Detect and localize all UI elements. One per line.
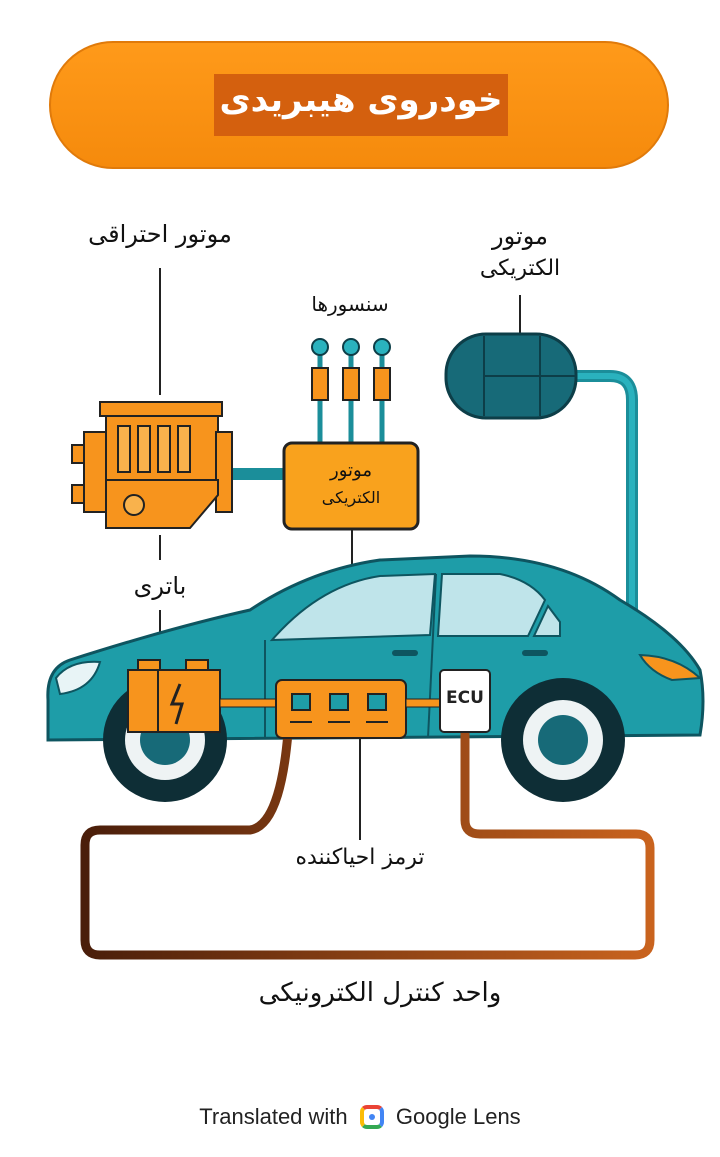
google-lens-icon	[359, 1105, 384, 1130]
footer-brand: Google Lens	[395, 1104, 521, 1130]
motor-box-line1: موتور	[330, 460, 372, 481]
regenerative-brake-unit	[275, 679, 407, 739]
electric-motor-icon	[444, 332, 638, 615]
combustion-engine-icon	[71, 401, 233, 529]
footer: Translated with Google Lens	[0, 1103, 720, 1130]
label-battery: باتری	[133, 572, 187, 600]
sensors-icon	[311, 338, 391, 445]
label-combustion-engine: موتور احتراقی	[88, 220, 232, 248]
label-regen-brake: ترمز احیاکننده	[295, 845, 425, 870]
electric-motor-box	[282, 441, 420, 531]
label-electric-motor-line2: الکتریکی	[479, 256, 561, 281]
label-electric-motor-line1: موتور	[492, 222, 548, 250]
label-ecu-full: واحد کنترل الکترونیکی	[258, 978, 502, 1008]
motor-box-line2: الکتریکی	[321, 488, 381, 507]
rear-wheel	[501, 678, 625, 802]
footer-prefix: Translated with	[199, 1104, 348, 1130]
title: خودروی هیبریدی	[219, 80, 503, 120]
ecu-box	[439, 669, 491, 733]
label-sensors: سنسورها	[311, 292, 389, 316]
title-plate	[214, 74, 508, 136]
label-ecu: ECU	[446, 688, 484, 708]
ecu-wiring	[80, 695, 655, 960]
battery-icon	[127, 659, 221, 733]
